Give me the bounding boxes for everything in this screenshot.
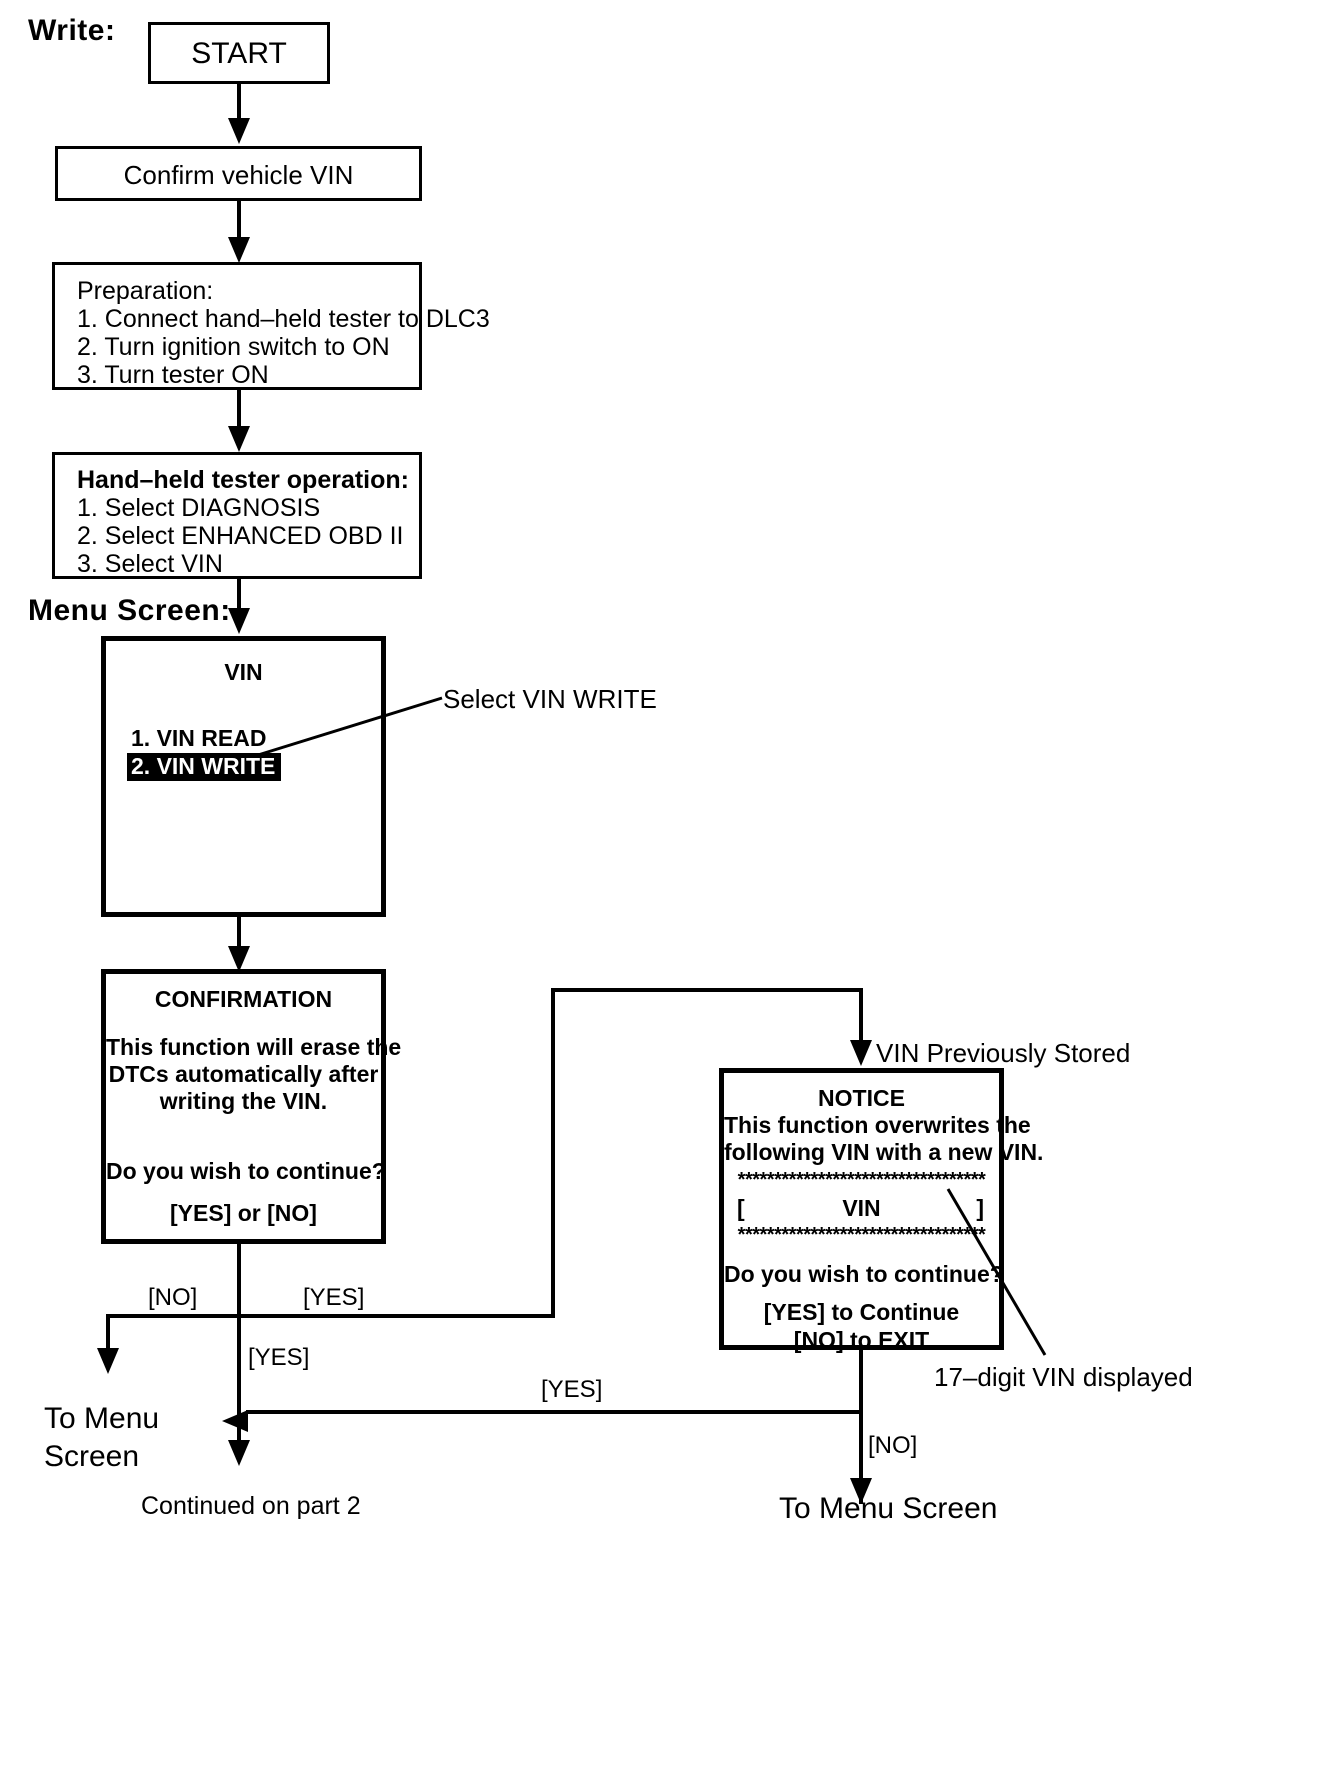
notice-divider-bottom: ********************************** [737, 1225, 986, 1245]
node-tester-operation: Hand–held tester operation: 1. Select DI… [52, 452, 422, 579]
notice-line-1: This function overwrites the [724, 1112, 1031, 1138]
callout-line-vin-digits [946, 1188, 1047, 1356]
callout-line-select-vin-write [257, 696, 443, 757]
edge-label-yes-confirmation: [YES] [303, 1284, 365, 1311]
arrowhead-no-notice [850, 1478, 872, 1504]
annotation-vin-digits: 17–digit VIN displayed [934, 1362, 1193, 1392]
menu-screen-label: Menu Screen: [28, 594, 231, 627]
vin-menu-item-read[interactable]: 1. VIN READ [131, 725, 267, 751]
edge-label-yes-down: [YES] [248, 1344, 310, 1371]
confirmation-line-2: DTCs automatically after [108, 1061, 379, 1087]
notice-vin-bracket-left: [ [737, 1195, 745, 1221]
connector-no-to-left [106, 1314, 241, 1318]
connector-start-to-confirm [237, 84, 241, 124]
notice-divider-top: ********************************** [737, 1170, 986, 1190]
connector-prep-to-tester [237, 390, 241, 434]
preparation-step-3: 3. Turn tester ON [77, 361, 269, 389]
terminal-to-menu-screen-right: To Menu Screen [779, 1492, 998, 1525]
tester-operation-step-1: 1. Select DIAGNOSIS [77, 494, 321, 522]
arrowhead-no-to-menu [97, 1348, 119, 1374]
connector-notice-bottom [859, 1350, 863, 1412]
connector-yes-continue-down [237, 1314, 241, 1440]
connector-yes-to-right [237, 1314, 555, 1318]
terminal-continued-on-part-2: Continued on part 2 [141, 1492, 361, 1520]
notice-vin-bracket-right: ] [976, 1195, 984, 1221]
confirmation-options: [YES] or [NO] [170, 1200, 317, 1226]
tester-operation-step-2: 2. Select ENHANCED OBD II [77, 522, 404, 550]
arrowhead-confirm-to-prep [228, 237, 250, 263]
vin-menu-item-write[interactable]: 2. VIN WRITE [127, 753, 282, 781]
connector-yes-to-notice [859, 988, 863, 1060]
node-preparation: Preparation: 1. Connect hand–held tester… [52, 262, 490, 390]
connector-yes-top [551, 988, 863, 992]
arrowhead-tester-to-vinmenu [228, 608, 250, 634]
annotation-vin-previously-stored: VIN Previously Stored [876, 1038, 1131, 1068]
confirmation-line-1: This function will erase the [106, 1034, 402, 1060]
confirmation-question: Do you wish to continue? [106, 1158, 386, 1184]
preparation-heading: Preparation: [77, 277, 214, 305]
connector-vinmenu-to-confirmation [237, 917, 241, 965]
notice-option-yes: [YES] to Continue [763, 1299, 960, 1325]
confirmation-line-3: writing the VIN. [159, 1088, 328, 1114]
edge-label-no-confirmation: [NO] [148, 1284, 198, 1311]
connector-yes-riser [551, 988, 555, 1316]
arrowhead-vinmenu-to-confirmation [228, 946, 250, 972]
connector-no-notice-down [859, 1410, 863, 1504]
connector-no-down [106, 1314, 110, 1362]
vin-menu-title: VIN [224, 659, 263, 685]
confirmation-title: CONFIRMATION [154, 986, 333, 1012]
node-confirm-vin-label: Confirm vehicle VIN [123, 160, 354, 190]
arrowhead-yes-return [222, 1410, 248, 1432]
preparation-step-1: 1. Connect hand–held tester to DLC3 [77, 305, 490, 333]
preparation-step-2: 2. Turn ignition switch to ON [77, 333, 390, 361]
annotation-select-vin-write: Select VIN WRITE [443, 684, 657, 714]
arrowhead-yes-to-notice [850, 1040, 872, 1066]
node-start: START [148, 22, 330, 84]
node-confirmation-screen: CONFIRMATION This function will erase th… [101, 969, 402, 1244]
tester-operation-step-3: 3. Select VIN [77, 550, 223, 578]
node-notice-screen: NOTICE This function overwrites the foll… [719, 1068, 1044, 1353]
section-label-write: Write: [28, 14, 116, 47]
node-confirm-vin: Confirm vehicle VIN [55, 146, 422, 201]
notice-option-no: [NO] to EXIT [793, 1327, 930, 1353]
tester-operation-heading: Hand–held tester operation: [77, 466, 409, 494]
node-vin-menu-screen: VIN 1. VIN READ 2. VIN WRITE [101, 636, 386, 917]
arrowhead-prep-to-tester [228, 426, 250, 452]
notice-title: NOTICE [818, 1085, 905, 1111]
edge-label-no-notice: [NO] [868, 1432, 918, 1459]
notice-question: Do you wish to continue? [724, 1261, 1004, 1287]
arrowhead-start-to-confirm [228, 118, 250, 144]
arrowhead-continued [228, 1440, 250, 1466]
connector-confirm-to-prep [237, 201, 241, 243]
edge-label-yes-return: [YES] [541, 1376, 603, 1403]
connector-yes-return [246, 1410, 861, 1414]
node-start-label: START [191, 37, 287, 70]
connector-tester-to-vinmenu [237, 579, 241, 625]
notice-line-2: following VIN with a new VIN. [724, 1139, 1044, 1165]
notice-vin-value: VIN [842, 1195, 881, 1221]
connector-confirmation-down [237, 1244, 241, 1316]
terminal-to-menu-screen-left: To Menu Screen [44, 1402, 160, 1473]
